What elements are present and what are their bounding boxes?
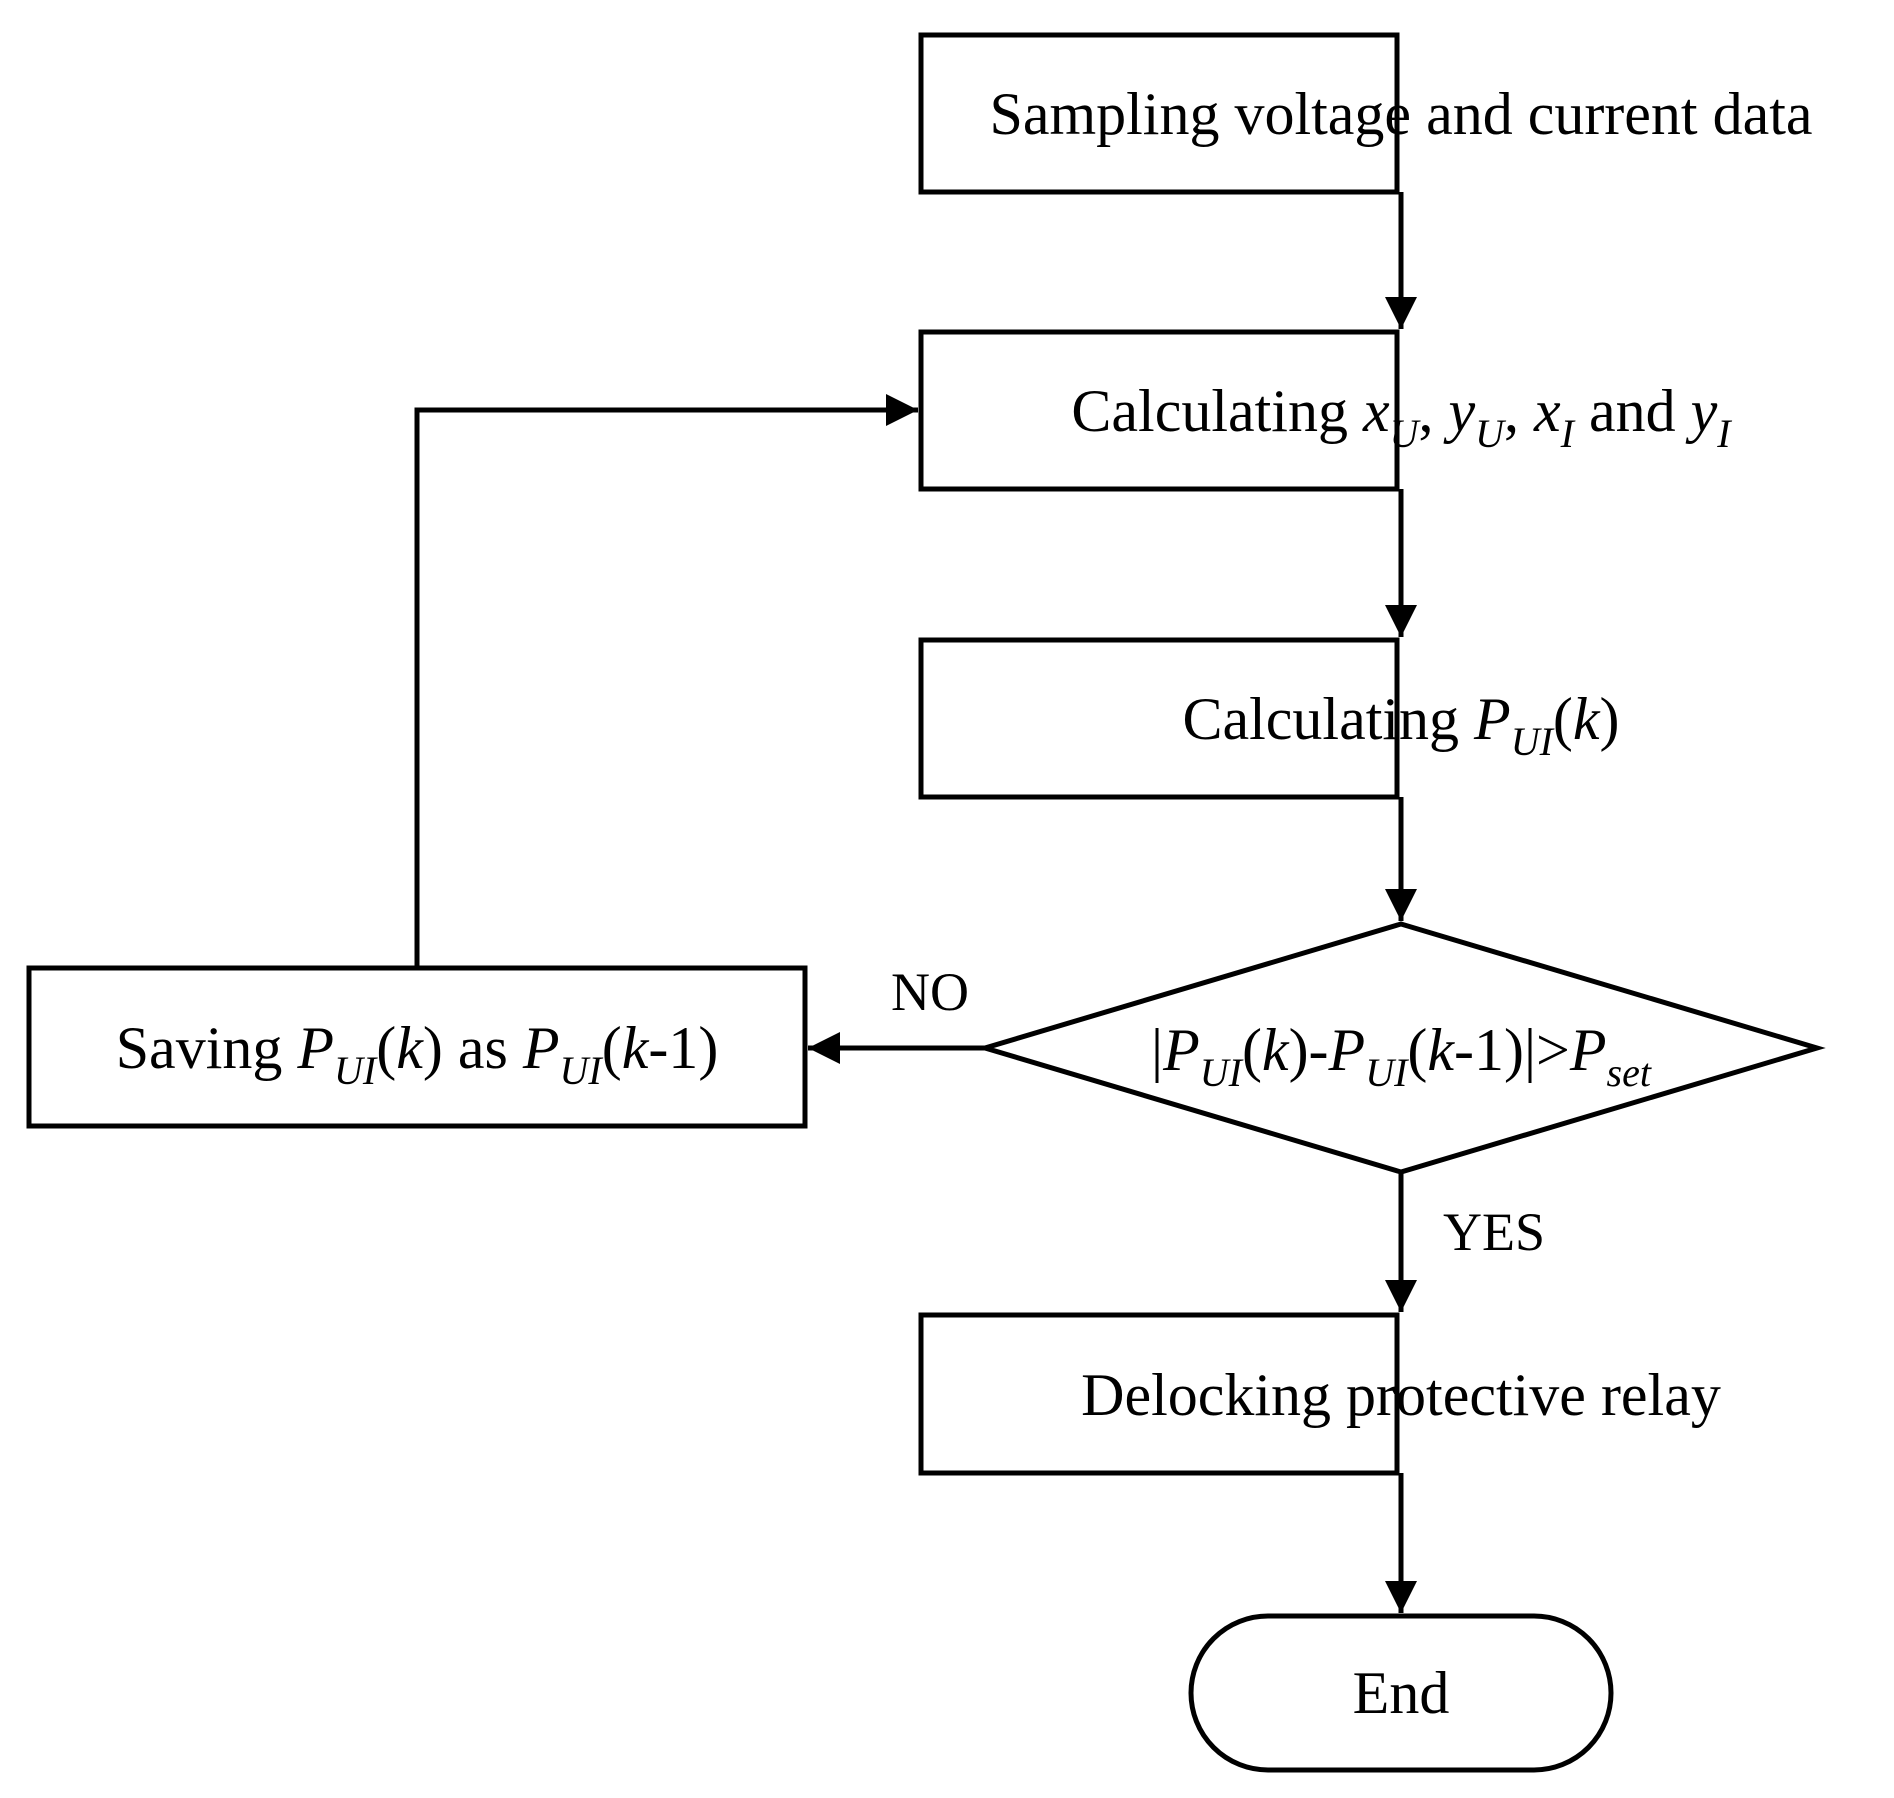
decision-diamond — [976, 921, 1826, 1175]
sampling-label: Sampling voltage and current data — [989, 81, 1812, 147]
decision-close-paren2: ) — [1504, 1017, 1524, 1083]
save-prefix: Saving — [116, 1015, 298, 1081]
delock-label: Delocking protective relay — [1081, 1362, 1721, 1428]
decision-label: |PUI(k)-PUI(k-1)|>Pset — [1151, 1017, 1652, 1095]
node-sampling: Sampling voltage and current data — [918, 32, 1813, 195]
save-minus-one: -1 — [648, 1015, 698, 1081]
calc-xy-sep1: , — [1419, 378, 1449, 444]
save-as: as — [443, 1015, 523, 1081]
calc-xy-sub-I: I — [1560, 411, 1576, 456]
decision-bar-right: | — [1524, 1017, 1536, 1083]
calc-xy-sub-U: U — [1390, 411, 1422, 456]
calc-pui-sub-UI: UI — [1511, 719, 1555, 764]
decision-var-k2: k — [1427, 1017, 1455, 1083]
save-box — [26, 965, 808, 1129]
save-open-paren2: ( — [602, 1015, 622, 1081]
calc-xy-sub-I2: I — [1716, 411, 1732, 456]
calc-pui-var-k: k — [1573, 686, 1601, 752]
decision-var-P3: P — [1569, 1017, 1607, 1083]
calc-xy-and: and — [1574, 378, 1691, 444]
edge-label-yes: YES — [1443, 1202, 1545, 1262]
decision-bar-left: | — [1151, 1017, 1163, 1083]
edge-save-to-calc-xy — [414, 393, 918, 968]
save-var-P1: P — [296, 1015, 334, 1081]
decision-sub-UI2: UI — [1365, 1050, 1409, 1095]
decision-open-paren1: ( — [1242, 1017, 1262, 1083]
node-calc-pui: Calculating PUI(k) — [918, 637, 1620, 800]
delock-box — [918, 1312, 1400, 1476]
calc-xy-label: Calculating xU, yU, xI and yI — [1071, 378, 1732, 456]
save-var-k1: k — [396, 1015, 424, 1081]
end-label: End — [1353, 1660, 1450, 1726]
end-terminator — [1188, 1613, 1614, 1773]
decision-minus-one: -1 — [1454, 1017, 1504, 1083]
calc-pui-prefix: Calculating — [1182, 686, 1474, 752]
decision-sub-UI1: UI — [1200, 1050, 1244, 1095]
save-sub-UI1: UI — [334, 1048, 378, 1093]
save-var-P2: P — [522, 1015, 560, 1081]
node-end: End — [1188, 1613, 1614, 1773]
calc-xy-var-y2: y — [1685, 378, 1718, 444]
save-var-k2: k — [622, 1015, 650, 1081]
edge-label-no: NO — [891, 962, 969, 1022]
decision-minus: - — [1309, 1017, 1329, 1083]
decision-var-P2: P — [1328, 1017, 1366, 1083]
save-sub-UI2: UI — [559, 1048, 603, 1093]
calc-xy-var-x2: x — [1533, 378, 1561, 444]
decision-open-paren2: ( — [1407, 1017, 1427, 1083]
node-save: Saving PUI(k) as PUI(k-1) — [26, 965, 808, 1129]
decision-sub-set: set — [1607, 1050, 1652, 1095]
calc-pui-close-paren: ) — [1600, 686, 1620, 752]
node-decision: |PUI(k)-PUI(k-1)|>Pset — [976, 921, 1826, 1175]
save-close-paren1: ) — [423, 1015, 443, 1081]
save-open-paren1: ( — [376, 1015, 396, 1081]
decision-gt: > — [1536, 1017, 1570, 1083]
calc-pui-box — [918, 637, 1400, 800]
decision-var-k1: k — [1262, 1017, 1290, 1083]
save-label: Saving PUI(k) as PUI(k-1) — [116, 1015, 719, 1093]
calc-pui-open-paren: ( — [1553, 686, 1573, 752]
calc-xy-var-x: x — [1362, 378, 1390, 444]
calc-xy-var-y: y — [1443, 378, 1476, 444]
node-delock: Delocking protective relay — [918, 1312, 1721, 1476]
sampling-box — [918, 32, 1400, 195]
node-calc-xy: Calculating xU, yU, xI and yI — [918, 329, 1732, 492]
save-close-paren2: ) — [698, 1015, 718, 1081]
decision-var-P1: P — [1162, 1017, 1200, 1083]
calc-pui-var-P: P — [1473, 686, 1511, 752]
calc-xy-box — [918, 329, 1400, 492]
calc-xy-sep2: , — [1504, 378, 1534, 444]
decision-close-paren1: ) — [1289, 1017, 1309, 1083]
calc-xy-prefix: Calculating — [1071, 378, 1363, 444]
calc-xy-sub-U2: U — [1475, 411, 1507, 456]
calc-pui-label: Calculating PUI(k) — [1182, 686, 1619, 764]
